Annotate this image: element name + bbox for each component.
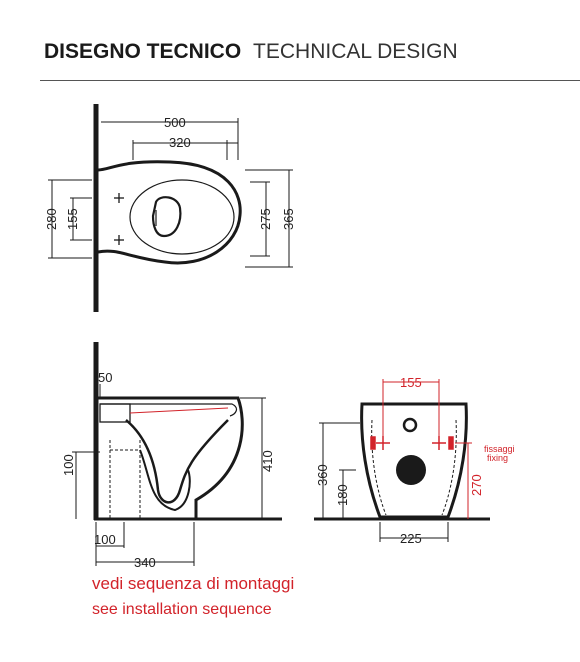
dim-280: 280 <box>44 208 59 230</box>
rear-fixing-marks <box>370 436 454 450</box>
title-italian: DISEGNO TECNICO <box>44 40 242 63</box>
top-view-bowl <box>151 196 182 238</box>
page-title: DISEGNO TECNICO TECHNICAL DESIGN <box>44 40 458 64</box>
installation-note-italian: vedi sequenza di montaggi <box>92 574 295 593</box>
dim-line-180 <box>339 469 356 519</box>
fixing-label-en: fixing <box>487 453 508 463</box>
fixing-label-it: fissaggi <box>484 444 515 454</box>
side-view <box>72 342 282 566</box>
waste-outlet <box>396 455 426 485</box>
dim-270: 270 <box>469 474 484 496</box>
rear-view-labels: 155 270 360 180 225 fissaggi fixing <box>315 375 515 546</box>
dim-360: 360 <box>315 464 330 486</box>
dim-line-500 <box>101 118 239 160</box>
side-view-outline <box>98 396 244 519</box>
dim-line-100-vertical <box>72 451 100 519</box>
dim-225: 225 <box>400 531 422 546</box>
dim-50: 50 <box>98 370 112 385</box>
dim-line-280 <box>48 179 92 259</box>
header-divider <box>40 80 580 81</box>
dim-line-155 <box>70 197 92 241</box>
water-inlet <box>402 417 418 433</box>
dim-line-155-rear <box>382 379 440 436</box>
title-english: TECHNICAL DESIGN <box>253 40 458 63</box>
rear-view-outline <box>360 402 468 519</box>
top-view <box>48 104 293 312</box>
dim-100-horizontal: 100 <box>94 532 116 547</box>
dim-line-275 <box>250 181 270 257</box>
installation-note-english: see installation sequence <box>92 601 272 618</box>
dim-180: 180 <box>335 484 350 506</box>
dim-line-100-horizontal <box>95 522 125 566</box>
top-fixing-marks <box>114 193 124 245</box>
dim-100-vertical: 100 <box>61 454 76 476</box>
side-view-labels: 50 410 100 100 340 <box>61 370 275 570</box>
dim-line-225 <box>379 522 449 542</box>
dim-line-270 <box>455 442 472 519</box>
dim-340: 340 <box>134 555 156 570</box>
dim-line-410 <box>240 397 266 519</box>
top-view-labels: 500 320 280 155 275 365 <box>44 115 296 230</box>
top-view-outline <box>97 160 242 265</box>
dim-320: 320 <box>169 135 191 150</box>
dim-155-rear: 155 <box>400 375 422 390</box>
dim-line-320 <box>132 140 238 160</box>
dim-500: 500 <box>164 115 186 130</box>
rear-view <box>314 379 490 542</box>
side-view-trap <box>125 419 229 504</box>
dim-275: 275 <box>258 208 273 230</box>
top-view-rim <box>129 179 235 255</box>
dim-365: 365 <box>281 208 296 230</box>
dim-line-340 <box>96 522 195 566</box>
dim-155: 155 <box>65 208 80 230</box>
dim-line-360 <box>319 422 360 519</box>
dim-410: 410 <box>260 450 275 472</box>
dim-line-365 <box>245 169 293 268</box>
